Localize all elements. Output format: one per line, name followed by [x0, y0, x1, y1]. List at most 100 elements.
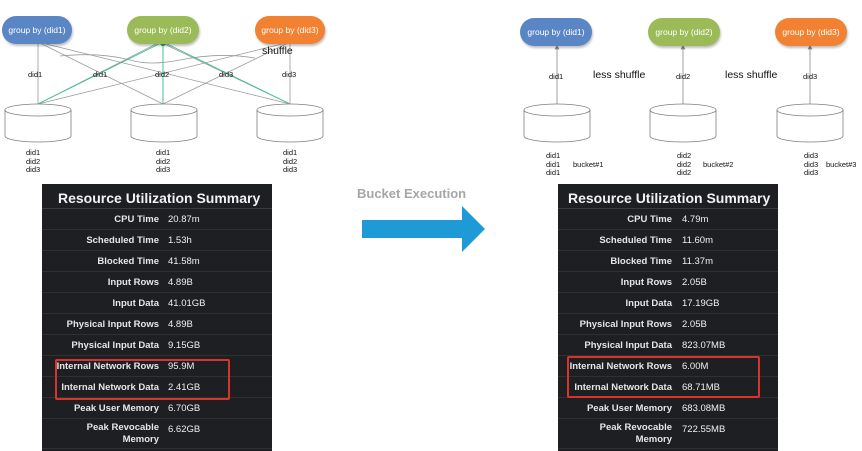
row-value: 1.53h: [168, 235, 192, 246]
panel-title: Resource Utilization Summary: [42, 184, 272, 209]
row-label: Scheduled Time: [599, 235, 672, 246]
node-value: did3: [26, 165, 41, 174]
row-value: 11.60m: [682, 235, 713, 246]
row-label: Physical Input Rows: [579, 319, 672, 330]
right-edge-label: did1: [549, 72, 564, 81]
panel-title: Resource Utilization Summary: [558, 184, 778, 209]
bucket-label: bucket#1: [573, 160, 604, 169]
row-value: 41.01GB: [168, 298, 206, 309]
row-value: 41.58m: [168, 256, 200, 267]
row-value: 683.08MB: [682, 403, 726, 414]
less-shuffle-label: less shuffle: [725, 69, 778, 81]
summary-rows: CPU Time 4.79m Scheduled Time 11.60m Block…: [558, 209, 778, 449]
right-node-values-2: did2 did2 did2: [677, 151, 692, 178]
right-edge-label: did2: [676, 72, 691, 81]
row-value: 2.05B: [682, 319, 707, 330]
row-value: 20.87m: [168, 214, 200, 225]
left-shuffle-label: shuffle: [262, 45, 293, 57]
left-group-node-did1: group by (did1): [2, 16, 72, 44]
left-group-node-did2: group by (did2): [127, 16, 199, 44]
summary-row: Physical Input Data 9.15GB: [42, 335, 272, 356]
row-value: 2.41GB: [168, 382, 201, 393]
summary-row: Scheduled Time 11.60m: [558, 230, 778, 251]
node-value: did3: [156, 165, 171, 174]
summary-row: Peak User Memory 683.08MB: [558, 398, 778, 419]
bucket-execution-arrow: [362, 206, 485, 252]
left-edge-label: did1: [93, 70, 108, 79]
row-label: CPU Time: [114, 214, 159, 225]
right-node-values-1: did1 did1 did1: [546, 151, 561, 178]
node-value: did1: [546, 159, 561, 169]
node-value: did2: [677, 151, 692, 160]
summary-row: Scheduled Time 1.53h: [42, 230, 272, 251]
row-label: Peak Revocable Memory: [599, 422, 672, 445]
row-value: 9.15GB: [168, 340, 201, 351]
row-value: 4.79m: [682, 214, 709, 225]
right-upward-arrows: [554, 44, 813, 104]
row-value: 4.89B: [168, 319, 193, 330]
left-edge-label: did3: [219, 70, 234, 79]
less-shuffle-label: less shuffle: [593, 69, 646, 81]
right-disks: [523, 103, 844, 143]
node-value: did1: [26, 148, 41, 157]
row-value: 6.62GB: [168, 424, 201, 435]
node-value: did1: [283, 148, 298, 157]
summary-row: CPU Time 20.87m: [42, 209, 272, 230]
summary-row: Peak Revocable Memory 722.55MB: [558, 419, 778, 449]
row-label: Peak User Memory: [73, 403, 159, 414]
node-value: did1: [546, 151, 561, 160]
node-value: did3: [283, 165, 298, 174]
row-value: 17.19GB: [682, 298, 720, 309]
left-node-values-3: did1 did2 did3: [283, 148, 298, 175]
bucket-label: bucket#2: [703, 160, 734, 169]
right-resource-summary: Resource Utilization Summary CPU Time 4.7…: [558, 184, 778, 451]
right-group-node-did2: group by (did2): [648, 18, 720, 46]
node-value: did2: [677, 159, 692, 169]
node-value: did2: [677, 168, 692, 177]
row-value: 6.70GB: [168, 403, 201, 414]
summary-row: Physical Input Rows 2.05B: [558, 314, 778, 335]
right-edge-label: did3: [803, 72, 818, 81]
row-value: 6.00M: [682, 361, 709, 372]
node-value: did3: [804, 151, 819, 160]
row-value: 95.9M: [168, 361, 195, 372]
row-value: 2.05B: [682, 277, 707, 288]
row-label: Peak User Memory: [586, 403, 672, 414]
left-edge-label: did2: [155, 70, 170, 79]
row-value: 722.55MB: [682, 424, 726, 435]
row-label: Blocked Time: [97, 256, 159, 267]
row-label: Internal Network Rows: [56, 361, 159, 372]
node-value: did1: [156, 148, 171, 157]
row-label: Physical Input Data: [584, 340, 672, 351]
left-group-node-did3: group by (did3): [255, 16, 325, 44]
left-disks: [4, 103, 324, 143]
row-label: Input Data: [625, 298, 672, 309]
row-label: Scheduled Time: [86, 235, 159, 246]
node-value: did2: [156, 156, 171, 166]
left-did2-lines: [37, 41, 291, 105]
right-node-values-3: did3 did3 did3: [804, 151, 819, 178]
node-value: did2: [283, 156, 298, 166]
summary-row: CPU Time 4.79m: [558, 209, 778, 230]
node-value: did1: [546, 168, 561, 177]
node-value: did3: [804, 159, 819, 169]
row-label: Internal Network Data: [61, 382, 159, 393]
summary-row: Input Rows 2.05B: [558, 272, 778, 293]
left-node-values-1: did1 did2 did3: [26, 148, 41, 175]
row-label: CPU Time: [627, 214, 672, 225]
row-label: Physical Input Data: [71, 340, 159, 351]
bucket-execution-label: Bucket Execution: [357, 186, 467, 201]
row-label: Input Rows: [620, 277, 672, 288]
row-value: 11.37m: [682, 256, 713, 267]
left-resource-summary: Resource Utilization Summary CPU Time 20.…: [42, 184, 272, 451]
row-value: 4.89B: [168, 277, 193, 288]
left-edge-label: did1: [28, 70, 43, 79]
